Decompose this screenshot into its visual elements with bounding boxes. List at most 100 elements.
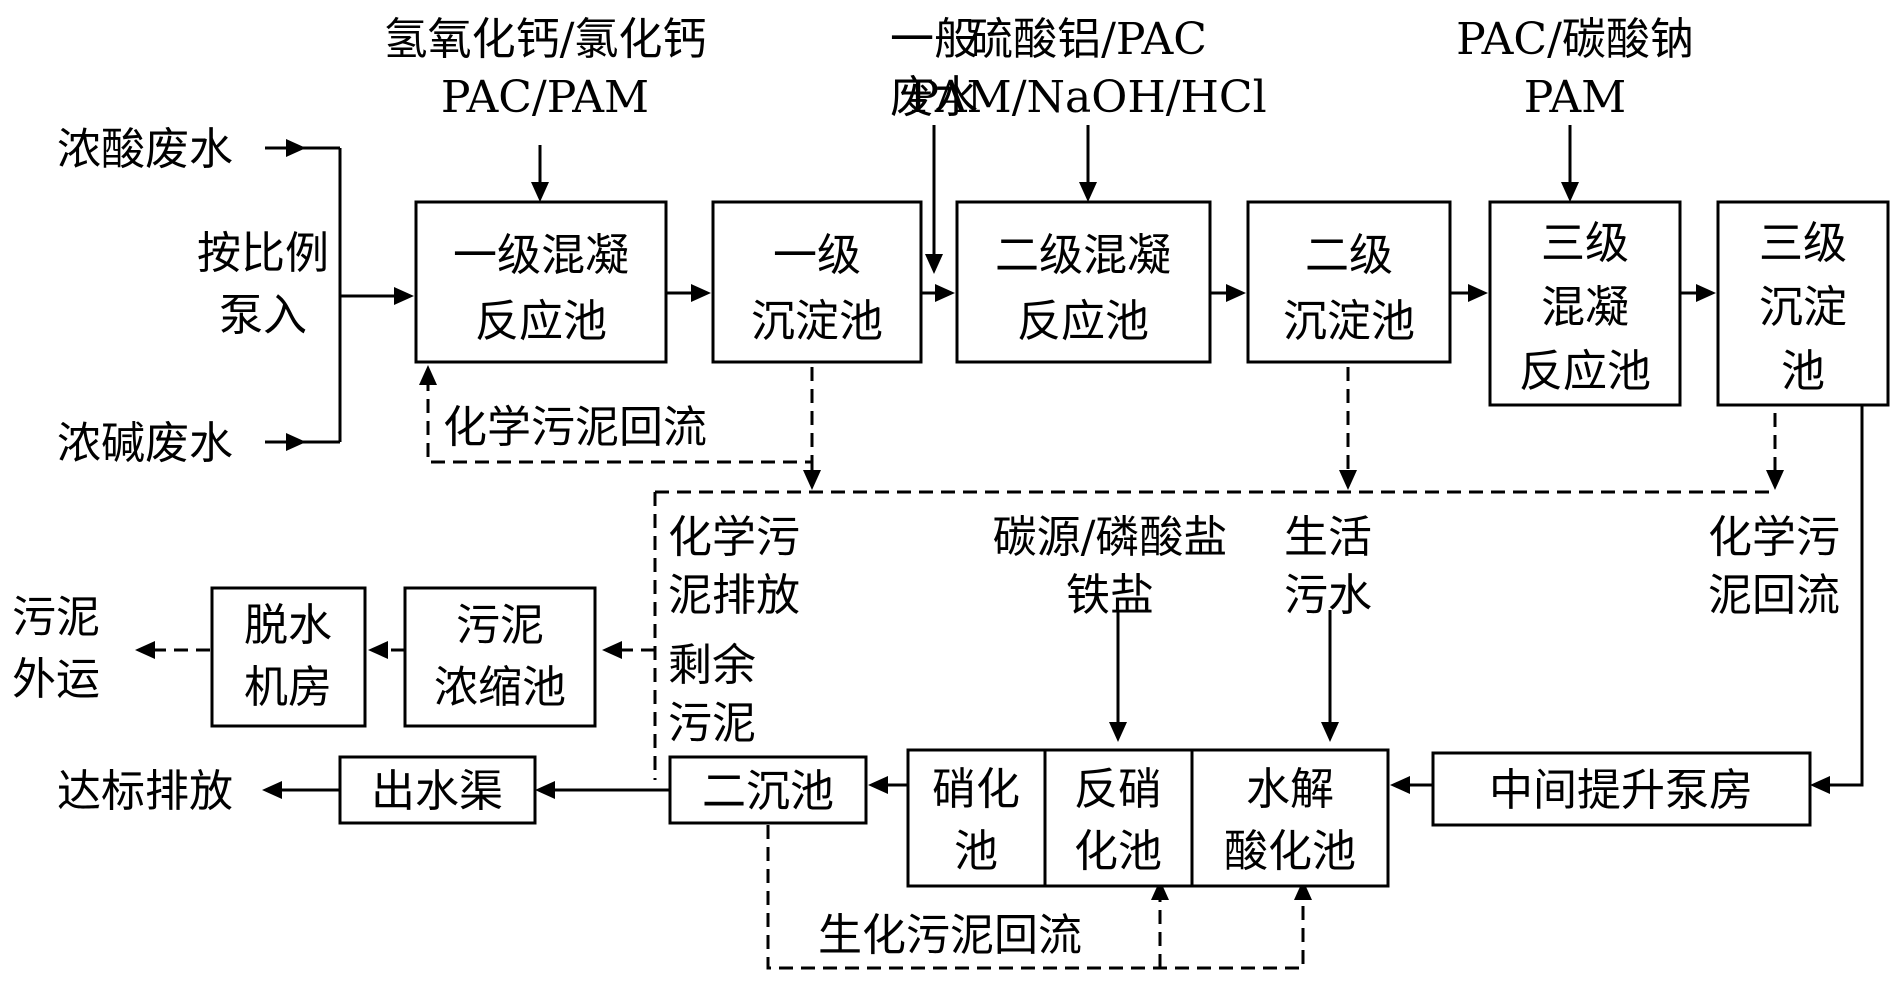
- chem3-label-2: PAM: [1524, 72, 1626, 123]
- chem3-label-1: PAC/碳酸钠: [1456, 14, 1694, 65]
- thickener-box: [403, 586, 597, 728]
- nitrification-label-2: 池: [954, 826, 998, 877]
- chem-sludge-return2-label-2: 泥回流: [1708, 570, 1840, 621]
- coag1-label-2: 反应池: [475, 296, 607, 347]
- dewater-label-2: 机房: [244, 662, 332, 713]
- sed3-in-arrowhead: [1696, 284, 1716, 302]
- sed1-down-arrowhead: [803, 470, 821, 490]
- coag3-label-1: 三级: [1541, 218, 1629, 269]
- thickener-label-1: 污泥: [456, 600, 544, 651]
- chem-sludge-return2-label-1: 化学污: [1708, 512, 1840, 563]
- coag1-in-arrowhead: [394, 287, 414, 305]
- arrowheads: [135, 139, 1830, 900]
- sed2-label-1: 二级: [1305, 230, 1393, 281]
- sed1-label-1: 一级: [773, 230, 861, 281]
- sed3-label-2: 沉淀: [1759, 282, 1847, 333]
- bio-return-denit-arrowhead: [1151, 880, 1169, 900]
- domestic-sewage-label-2: 污水: [1284, 570, 1372, 621]
- carbon-arrowhead: [1109, 722, 1127, 742]
- text-labels: 浓酸废水 浓碱废水 按比例 泵入 氢氧化钙/氯化钙 PAC/PAM 一般 废水 …: [12, 14, 1847, 961]
- solid-flow-lines: [265, 125, 1864, 792]
- pump-house-box: [1431, 751, 1812, 827]
- process-boxes: [210, 200, 1890, 888]
- sludge-transport-label-1: 污泥: [12, 592, 100, 643]
- sed1-in-arrowhead: [691, 284, 711, 302]
- sed2-down-arrowhead: [1339, 470, 1357, 490]
- denitrification-label-2: 化池: [1074, 826, 1162, 877]
- coag2-box: [955, 200, 1212, 364]
- discharge-arrowhead: [262, 781, 282, 799]
- compliant-discharge-label: 达标排放: [57, 766, 233, 817]
- sed3-to-pumphouse-line: [1830, 406, 1864, 787]
- pump-house-label: 中间提升泵房: [1489, 765, 1753, 816]
- alkali-arrowhead: [286, 433, 306, 451]
- carbon-source-label-2: 铁盐: [1066, 570, 1154, 621]
- coag1-label-1: 一级混凝: [453, 230, 629, 281]
- pump-ratio-label-1: 按比例: [197, 228, 329, 279]
- sludge-out-arrowhead: [135, 641, 155, 659]
- hydrolysis-label-1: 水解: [1246, 764, 1334, 815]
- general-wastewater-label-1: 一般: [890, 14, 978, 65]
- alkali-wastewater-label: 浓碱废水: [57, 418, 233, 469]
- hydrolysis-label-2: 酸化池: [1224, 826, 1356, 877]
- nitrification-label-1: 硝化: [932, 764, 1020, 815]
- sed3-box: [1716, 200, 1890, 407]
- channel-label: 出水渠: [371, 766, 503, 817]
- denitrification-label-1: 反硝: [1074, 764, 1162, 815]
- sed2-label-2: 沉淀池: [1283, 296, 1415, 347]
- pump-ratio-label-2: 泵入: [219, 290, 307, 341]
- coag3-in-arrowhead: [1468, 284, 1488, 302]
- acid-wastewater-label: 浓酸废水: [57, 124, 233, 175]
- coag2-label-1: 二级混凝: [995, 230, 1171, 281]
- dewater-in-arrowhead: [368, 641, 388, 659]
- bio-return-hydro-arrowhead: [1294, 880, 1312, 900]
- dewater-box: [210, 586, 367, 728]
- clarifier-box: [668, 755, 868, 825]
- coag1-box: [414, 200, 668, 364]
- chem1-label-1: 氢氧化钙/氯化钙: [384, 14, 707, 65]
- chem2-arrowhead: [1079, 182, 1097, 202]
- hydro-in-arrowhead: [1390, 776, 1410, 794]
- sludge-transport-label-2: 外运: [12, 654, 100, 705]
- chem1-arrowhead: [531, 182, 549, 202]
- chem-sludge-return-label: 化学污泥回流: [443, 402, 707, 453]
- dewater-label-1: 脱水: [244, 600, 332, 651]
- coag3-label-2: 混凝: [1541, 282, 1629, 333]
- channel-box: [338, 755, 537, 825]
- coag2-in-arrowhead: [935, 284, 955, 302]
- sed2-box: [1246, 200, 1452, 364]
- sed3-down-arrowhead: [1766, 470, 1784, 490]
- thickener-in-arrowhead: [602, 641, 622, 659]
- clarifier-in-arrowhead: [868, 776, 888, 794]
- sed1-box: [711, 200, 923, 364]
- return-up-arrowhead: [419, 365, 437, 385]
- bio-tank-box: [906, 748, 1390, 888]
- sed3-label-1: 三级: [1759, 218, 1847, 269]
- chem2-label-2: PAM/NaOH/HCl: [909, 72, 1266, 123]
- chem-sludge-discharge-label-2: 泥排放: [668, 570, 800, 621]
- coag3-label-3: 反应池: [1519, 346, 1651, 397]
- clarifier-label: 二沉池: [702, 766, 834, 817]
- chem-sludge-return-line: [426, 367, 814, 464]
- coag3-box: [1488, 200, 1682, 407]
- bio-sludge-return-label: 生化污泥回流: [818, 910, 1082, 961]
- domestic-arrowhead: [1321, 722, 1339, 742]
- sed3-label-3: 池: [1781, 346, 1825, 397]
- thickener-label-2: 浓缩池: [434, 662, 566, 713]
- chem3-arrowhead: [1561, 182, 1579, 202]
- chem2-label-1: 硫酸铝/PAC: [969, 14, 1207, 65]
- general-arrowhead: [925, 254, 943, 274]
- pumphouse-in-arrowhead: [1810, 776, 1830, 794]
- coag2-label-2: 反应池: [1017, 296, 1149, 347]
- sed1-label-2: 沉淀池: [751, 296, 883, 347]
- excess-sludge-label-2: 污泥: [668, 698, 756, 749]
- acid-arrowhead: [286, 139, 306, 157]
- domestic-sewage-label-1: 生活: [1284, 512, 1372, 563]
- channel-in-arrowhead: [535, 781, 555, 799]
- sed2-in-arrowhead: [1226, 284, 1246, 302]
- general-wastewater-label-2: 废水: [890, 72, 978, 123]
- chem-sludge-discharge-label-1: 化学污: [668, 512, 800, 563]
- chem1-label-2: PAC/PAM: [441, 72, 649, 123]
